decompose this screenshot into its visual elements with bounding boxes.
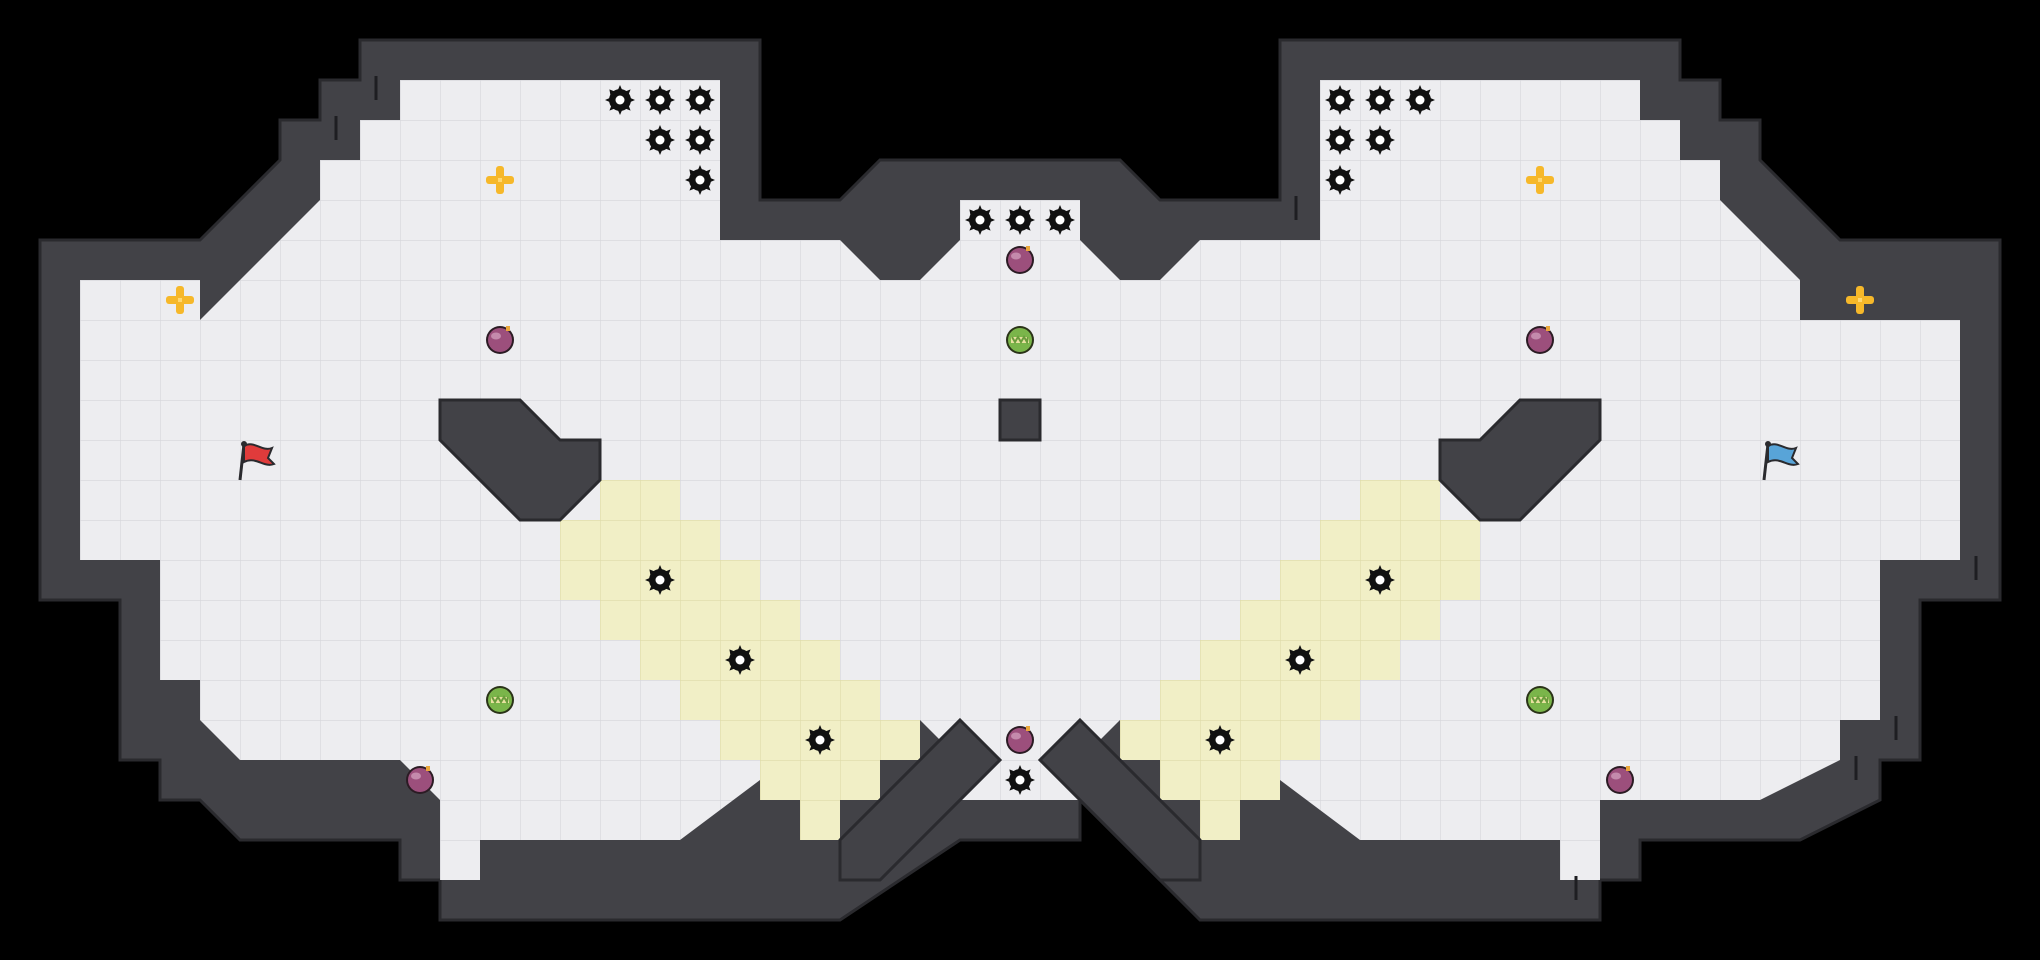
spike-ball-icon xyxy=(805,725,835,755)
green-orb-icon xyxy=(485,685,515,715)
spike-ball-icon xyxy=(1005,205,1035,235)
wall-block-left xyxy=(438,398,602,522)
spike-ball-icon xyxy=(1325,125,1355,155)
purple-orb-icon xyxy=(1526,326,1554,354)
spike-ball-icon xyxy=(1005,765,1035,795)
spike-ball-icon xyxy=(685,85,715,115)
spike-ball-icon xyxy=(1285,645,1315,675)
green-orb-icon xyxy=(1525,685,1555,715)
green-orb-icon xyxy=(1005,325,1035,355)
red-flag-icon xyxy=(238,441,276,481)
purple-orb-icon xyxy=(1006,726,1034,754)
spike-ball-icon xyxy=(685,125,715,155)
spike-ball-icon xyxy=(685,165,715,195)
spike-ball-icon xyxy=(1365,565,1395,595)
spike-ball-icon xyxy=(1405,85,1435,115)
spike-ball-icon xyxy=(725,645,755,675)
purple-orb-icon xyxy=(1606,766,1634,794)
spike-ball-icon xyxy=(1325,85,1355,115)
spike-ball-icon xyxy=(1325,165,1355,195)
spike-ball-icon xyxy=(965,205,995,235)
spike-ball-icon xyxy=(1365,85,1395,115)
wall-block-right xyxy=(1438,398,1602,522)
purple-orb-icon xyxy=(1006,246,1034,274)
wall-pillar-center xyxy=(998,398,1042,442)
spike-ball-icon xyxy=(1045,205,1075,235)
spike-ball-icon xyxy=(645,85,675,115)
blue-flag-icon xyxy=(1762,441,1800,481)
spike-ball-icon xyxy=(645,125,675,155)
wall-ramp-right xyxy=(1037,717,1202,882)
spike-ball-icon xyxy=(645,565,675,595)
wall-ramp-left xyxy=(838,717,1003,882)
purple-orb-icon xyxy=(406,766,434,794)
spike-ball-icon xyxy=(1365,125,1395,155)
purple-orb-icon xyxy=(486,326,514,354)
spike-ball-icon xyxy=(605,85,635,115)
floor-area xyxy=(80,80,1960,880)
spike-ball-icon xyxy=(1205,725,1235,755)
